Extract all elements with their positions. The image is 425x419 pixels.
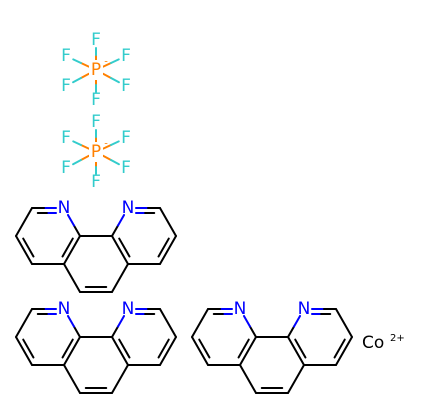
ring-double-bond-inner bbox=[237, 338, 250, 359]
fluorine-atom-label: F bbox=[61, 76, 71, 96]
p-f-bond-half-f bbox=[110, 140, 120, 146]
p-f-bond-half-p bbox=[102, 72, 112, 79]
p-f-bond-half-p bbox=[80, 154, 90, 161]
ring-bond bbox=[159, 235, 177, 265]
fluorine-atom-label: F bbox=[91, 112, 101, 132]
ring-double-bond-inner bbox=[22, 237, 35, 258]
fluorine-atom-label: F bbox=[61, 128, 71, 148]
anion-charge-label: - bbox=[104, 57, 108, 68]
p-f-bond-half-f bbox=[110, 77, 120, 84]
ring-bond bbox=[293, 314, 302, 328]
fluorine-atom-label: F bbox=[91, 30, 101, 50]
ring-bond bbox=[63, 235, 81, 265]
fluorine-atom-label: F bbox=[121, 46, 131, 66]
ring-double-bond-inner bbox=[198, 338, 211, 359]
nitrogen-atom-label: N bbox=[58, 299, 71, 319]
ring-bond bbox=[117, 314, 126, 328]
ring-double-bond-inner bbox=[61, 338, 74, 359]
ring-double-bond-inner bbox=[118, 237, 131, 258]
ring-bond bbox=[287, 325, 296, 338]
p-f-bond-half-p bbox=[80, 144, 90, 150]
ring-bond bbox=[111, 336, 129, 366]
ring-bond bbox=[111, 224, 120, 237]
ring-bond bbox=[287, 336, 305, 366]
nitrogen-atom-label: N bbox=[122, 299, 135, 319]
ring-double-bond-inner bbox=[22, 338, 35, 359]
ring-bond bbox=[159, 207, 177, 237]
cobalt-charge: 2+ bbox=[390, 333, 405, 344]
nitrogen-atom-label: N bbox=[298, 299, 311, 319]
ring-bond bbox=[15, 308, 33, 338]
ring-bond bbox=[63, 364, 81, 394]
nitrogen-atom-label: N bbox=[122, 198, 135, 218]
fluorine-atom-label: F bbox=[121, 158, 131, 178]
p-f-bond-half-p bbox=[102, 62, 112, 68]
ring-bond bbox=[111, 364, 129, 394]
ring-bond bbox=[111, 235, 129, 265]
ring-bond bbox=[239, 364, 257, 394]
ring-bond bbox=[335, 336, 353, 366]
p-f-bond-half-f bbox=[72, 58, 82, 64]
ring-double-bond-inner bbox=[333, 338, 346, 359]
ring-bond bbox=[242, 314, 251, 328]
phosphorus-label-backdrop bbox=[89, 142, 103, 162]
nitrogen-atom-label: N bbox=[58, 198, 71, 218]
ring-bond bbox=[111, 325, 120, 338]
nitrogen-atom-label: N bbox=[234, 299, 247, 319]
ring-bond bbox=[63, 263, 81, 293]
phosphorus-label-backdrop bbox=[89, 60, 103, 80]
ring-bond bbox=[63, 336, 81, 366]
phosphorus-atom-label: P bbox=[91, 142, 101, 162]
ring-bond bbox=[239, 336, 257, 366]
p-f-bond-half-f bbox=[72, 77, 82, 84]
fluorine-atom-label: F bbox=[121, 76, 131, 96]
phosphorus-atom-label: P bbox=[91, 60, 101, 80]
p-f-bond-half-f bbox=[72, 140, 82, 146]
ring-bond bbox=[287, 364, 305, 394]
p-f-bond-half-f bbox=[110, 159, 120, 166]
ring-bond bbox=[191, 336, 209, 366]
p-f-bond-half-p bbox=[102, 144, 112, 150]
ring-bond bbox=[111, 263, 129, 293]
ring-double-bond-inner bbox=[118, 338, 131, 359]
ring-bond bbox=[72, 224, 81, 237]
p-f-bond-half-p bbox=[80, 62, 90, 68]
ring-bond bbox=[15, 207, 33, 237]
p-f-bond-half-f bbox=[72, 159, 82, 166]
ring-double-bond-inner bbox=[61, 237, 74, 258]
fluorine-atom-label: F bbox=[61, 158, 71, 178]
p-f-bond-half-p bbox=[102, 154, 112, 161]
ring-bond bbox=[159, 308, 177, 338]
ring-bond bbox=[191, 308, 209, 338]
ring-bond bbox=[15, 235, 33, 265]
ring-double-bond-inner bbox=[294, 338, 307, 359]
ring-bond bbox=[159, 336, 177, 366]
ring-bond bbox=[66, 314, 75, 328]
ring-bond bbox=[248, 325, 257, 338]
fluorine-atom-label: F bbox=[121, 128, 131, 148]
p-f-bond-half-f bbox=[110, 58, 120, 64]
p-f-bond-half-p bbox=[80, 72, 90, 79]
ring-bond bbox=[117, 213, 126, 227]
fluorine-atom-label: F bbox=[91, 172, 101, 192]
anion-charge-label: - bbox=[104, 139, 108, 150]
ring-bond bbox=[335, 308, 353, 338]
ring-double-bond-inner bbox=[157, 237, 170, 258]
fluorine-atom-label: F bbox=[61, 46, 71, 66]
ring-bond bbox=[15, 336, 33, 366]
ring-double-bond-inner bbox=[157, 338, 170, 359]
ring-bond bbox=[66, 213, 75, 227]
cobalt-symbol: Co bbox=[362, 333, 384, 353]
ring-bond bbox=[72, 325, 81, 338]
fluorine-atom-label: F bbox=[91, 90, 101, 110]
cobalt-ion: Co 2+ bbox=[362, 333, 405, 353]
